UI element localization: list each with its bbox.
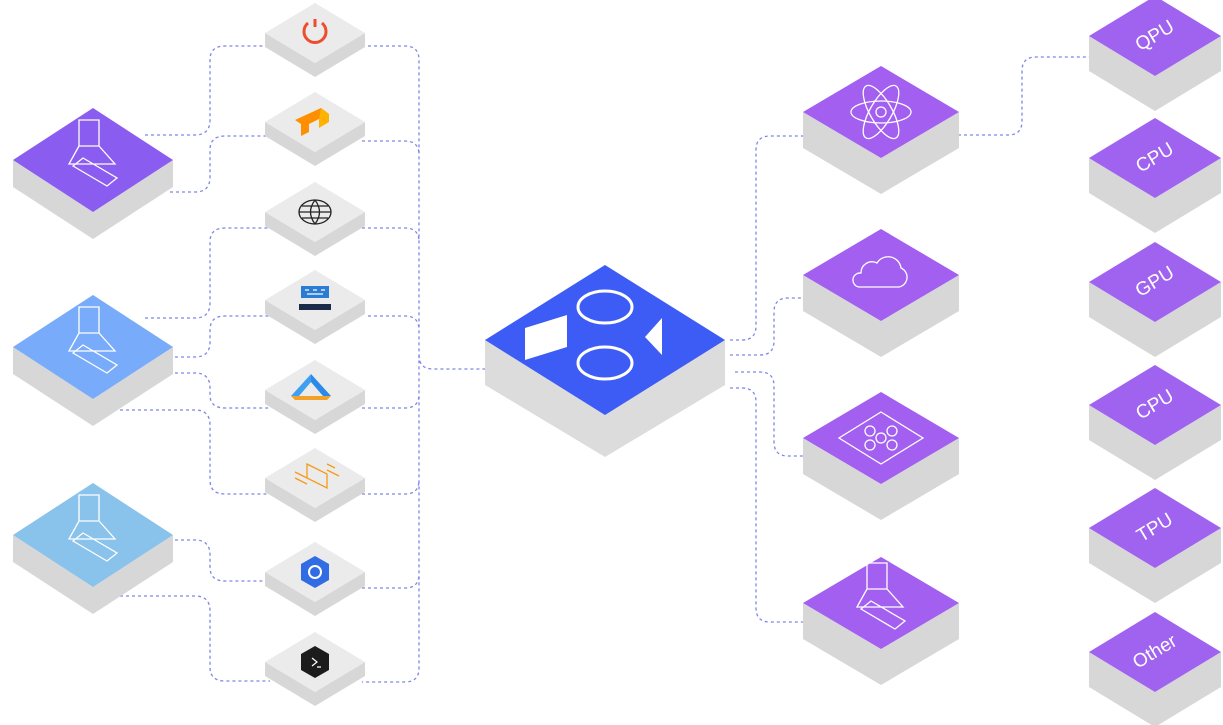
framework-tile-triangle[interactable]	[265, 360, 365, 434]
resource-tile-chip-top	[803, 392, 959, 484]
resource-tile-quantum[interactable]	[803, 66, 959, 194]
hub-tile[interactable]	[485, 265, 725, 457]
resource-tile-cloud[interactable]	[803, 229, 959, 357]
hardware-tile-gpu[interactable]: GPU	[1089, 242, 1221, 357]
hardware-tile-qpu-top	[1089, 0, 1221, 76]
client-laptop-1[interactable]	[13, 108, 173, 239]
hub-logo-icon	[525, 289, 662, 381]
hardware-tile-cpu-1[interactable]: CPU	[1089, 118, 1221, 233]
framework-tile-tensorflow[interactable]	[265, 92, 365, 166]
cloud-icon	[852, 256, 908, 288]
framework-tile-kubernetes[interactable]	[265, 542, 365, 616]
client-laptop-1-top	[13, 108, 173, 212]
tensorflow-icon	[295, 108, 329, 136]
terminal-icon	[301, 646, 329, 678]
resource-tile-quantum-top	[803, 66, 959, 158]
hardware-tile-cpu-2-top	[1089, 365, 1221, 445]
hardware-tile-gpu-top	[1089, 242, 1221, 322]
framework-tile-terminal[interactable]	[265, 632, 365, 706]
resource-tile-chip[interactable]	[803, 392, 959, 520]
chip-icon	[837, 411, 925, 465]
client-laptop-3-top	[13, 483, 173, 587]
client-laptop-3[interactable]	[13, 483, 173, 614]
hardware-tile-tpu[interactable]: TPU	[1089, 488, 1221, 603]
connector-lines	[120, 45, 1092, 683]
atom-icon	[850, 84, 912, 140]
hardware-tile-other-top	[1089, 612, 1221, 692]
framework-tile-slurm[interactable]	[265, 270, 365, 344]
client-laptop-2-top	[13, 295, 173, 399]
hub-tile-top	[485, 265, 725, 415]
hardware-tile-tpu-top	[1089, 488, 1221, 568]
resource-tile-laptop-top	[803, 557, 959, 649]
kubernetes-icon	[301, 556, 329, 588]
hardware-tile-qpu[interactable]: QPU	[1089, 0, 1221, 111]
hardware-tile-cpu-2[interactable]: CPU	[1089, 365, 1221, 480]
triangle-logo-icon	[291, 374, 331, 400]
hardware-tile-other[interactable]: Other	[1089, 612, 1221, 725]
hardware-tile-cpu-1-top	[1089, 118, 1221, 198]
framework-tile-pytorch[interactable]	[265, 3, 365, 77]
horovod-globe-icon	[298, 199, 332, 225]
client-laptop-2[interactable]	[13, 295, 173, 426]
pytorch-icon	[302, 19, 328, 44]
resource-tile-laptop[interactable]	[803, 557, 959, 685]
framework-tile-horovod[interactable]	[265, 182, 365, 256]
slurm-icon	[299, 286, 331, 310]
resource-tile-cloud-top	[803, 229, 959, 321]
framework-tile-aws-chip[interactable]	[265, 448, 365, 522]
aws-chip-icon	[294, 462, 340, 490]
